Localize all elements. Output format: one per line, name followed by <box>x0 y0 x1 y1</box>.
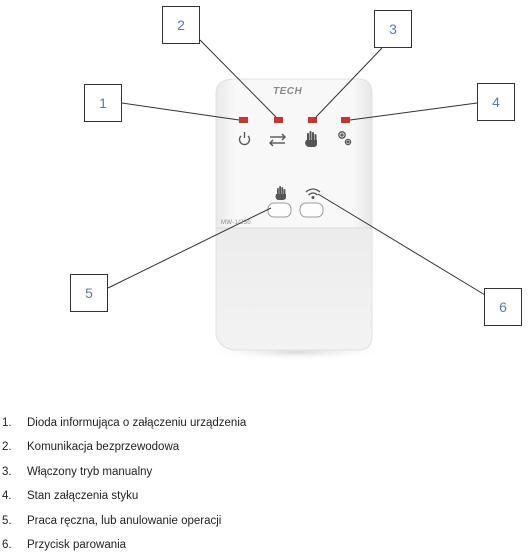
legend-text: Dioda informująca o załączeniu urządzeni… <box>27 417 247 429</box>
callout-2: 2 <box>162 6 200 44</box>
legend-text: Praca ręczna, lub anulowanie operacji <box>27 514 222 527</box>
led-2 <box>274 117 283 123</box>
legend-item: 2. Komunikacja bezprzewodowa <box>0 438 532 462</box>
legend-list: 1. Dioda informująca o załączeniu urządz… <box>0 414 532 560</box>
legend-item: 1. Dioda informująca o załączeniu urządz… <box>0 414 532 438</box>
legend-number: 1. <box>2 417 12 429</box>
legend-item: 4. Stan załączenia styku <box>0 487 532 511</box>
legend-text: Stan załączenia styku <box>27 490 139 503</box>
hand-icon <box>305 131 317 147</box>
led-3 <box>308 117 317 123</box>
legend-item: 6. Przycisk parowania <box>0 536 532 560</box>
legend-text: Włączony tryb manualny <box>27 465 153 478</box>
legend-number: 4. <box>2 490 12 503</box>
callout-5: 5 <box>70 274 108 312</box>
legend-number: 3. <box>2 465 12 478</box>
callout-6: 6 <box>484 288 522 326</box>
model-label: MW-1/230 <box>221 220 251 226</box>
callout-1: 1 <box>84 84 122 122</box>
legend-number: 5. <box>2 514 12 527</box>
callout-4: 4 <box>477 83 515 121</box>
hand-icon <box>275 186 286 200</box>
legend-text: Komunikacja bezprzewodowa <box>27 441 180 454</box>
legend-number: 6. <box>2 538 12 551</box>
power-icon <box>238 132 251 146</box>
pairing-button <box>299 202 324 218</box>
brand-logo: TECH <box>273 86 303 97</box>
manual-button <box>267 202 292 218</box>
device-diagram: TECH MW-1/230 1 2 3 4 5 6 <box>70 6 522 360</box>
legend-text: Przycisk parowania <box>27 538 127 551</box>
legend-item: 5. Praca ręczna, lub anulowanie operacji <box>0 512 532 536</box>
gears-icon <box>338 131 352 146</box>
led-4 <box>341 117 350 123</box>
legend-item: 3. Włączony tryb manualny <box>0 463 532 487</box>
callout-3: 3 <box>374 10 412 48</box>
legend-number: 2. <box>2 441 12 454</box>
device-illustration <box>107 39 491 360</box>
leader-lines <box>107 39 491 299</box>
led-1 <box>239 117 248 123</box>
device-upper-housing <box>215 78 373 229</box>
wifi-icon <box>305 188 321 200</box>
transfer-arrows-icon <box>269 133 286 147</box>
device-lower-housing <box>215 227 373 351</box>
